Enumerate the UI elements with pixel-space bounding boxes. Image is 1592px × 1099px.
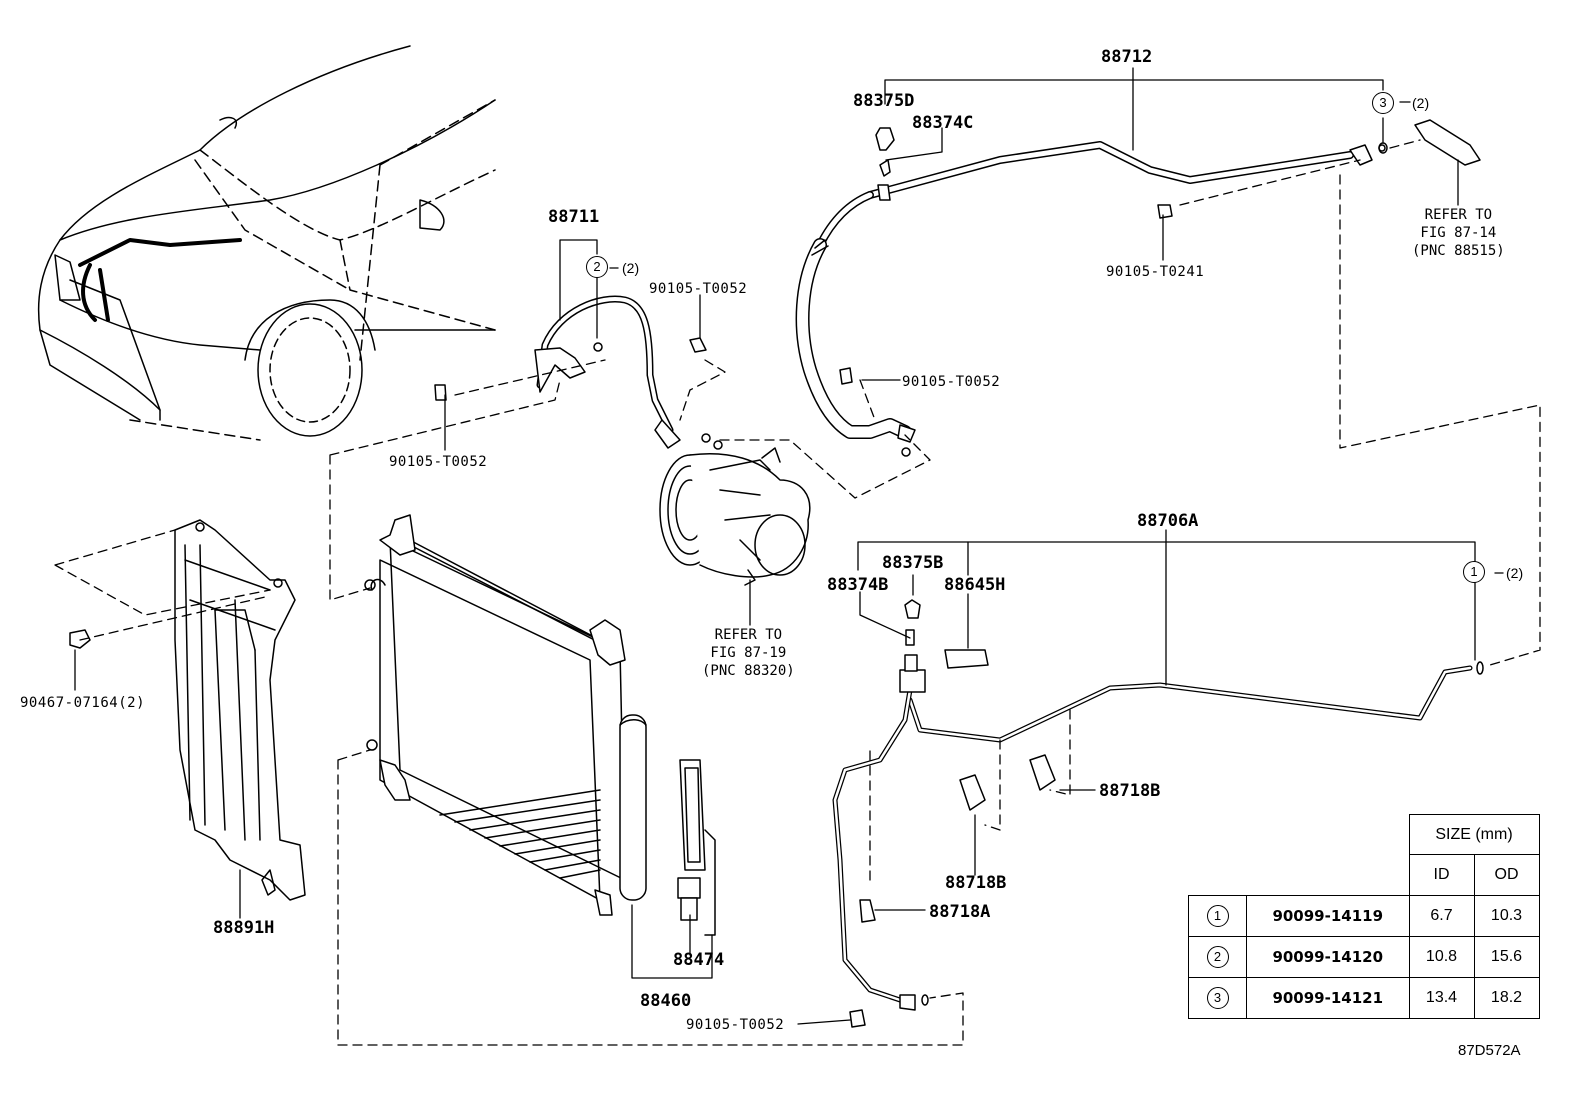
table-row: 2 90099-14120 10.8 15.6: [1188, 936, 1540, 978]
row-od: 18.2: [1473, 977, 1540, 1019]
part-label-88706A[interactable]: 88706A: [1137, 511, 1199, 531]
row-od: 10.3: [1473, 895, 1540, 937]
compressor: [659, 433, 811, 586]
size-header: SIZE (mm): [1408, 814, 1540, 855]
part-label-88718B-left[interactable]: 88718B: [945, 873, 1007, 893]
table-row: 3 90099-14121 13.4 18.2: [1188, 977, 1540, 1019]
part-label-88375D[interactable]: 88375D: [853, 91, 915, 111]
callout-1-qty: (2): [1506, 565, 1524, 581]
part-label-88712[interactable]: 88712: [1101, 47, 1153, 67]
leader-lines: [74, 67, 1504, 1025]
part-label-88460[interactable]: 88460: [640, 991, 692, 1011]
part-label-88374B[interactable]: 88374B: [827, 575, 889, 595]
callout-2-qty: (2): [622, 260, 640, 276]
ref-line: FIG 87-14: [1420, 225, 1497, 241]
row-num: 2: [1206, 946, 1229, 968]
fittings: [69, 127, 1386, 1028]
part-label-90105-T0052-d[interactable]: 90105-T0052: [686, 1017, 785, 1033]
part-label-88711[interactable]: 88711: [548, 207, 600, 227]
phantom-lines: [54, 139, 1541, 1046]
row-part[interactable]: 90099-14121: [1246, 977, 1410, 1019]
table-row: 1 90099-14119 6.7 10.3: [1188, 895, 1540, 937]
row-num: 3: [1206, 987, 1229, 1009]
vehicle-outline: [37, 45, 496, 441]
part-label-90105-T0052-c[interactable]: 90105-T0052: [389, 454, 488, 470]
callout-3[interactable]: 3: [1372, 92, 1394, 114]
row-num: 1: [1206, 905, 1229, 927]
part-label-88375B[interactable]: 88375B: [882, 553, 944, 573]
part-label-88718A[interactable]: 88718A: [929, 902, 991, 922]
col-id-header: ID: [1408, 854, 1475, 896]
row-od: 15.6: [1473, 936, 1540, 978]
part-label-90105-T0052-a[interactable]: 90105-T0052: [649, 281, 748, 297]
hose-88711: [534, 295, 681, 449]
part-label-88374C[interactable]: 88374C: [912, 113, 974, 133]
reference-note-fig-87-14[interactable]: REFER TO FIG 87-14 (PNC 88515): [1412, 206, 1505, 260]
row-id: 10.8: [1408, 936, 1475, 978]
part-label-90467-07164[interactable]: 90467-07164(2): [20, 695, 146, 711]
condenser: [364, 514, 626, 916]
part-label-88891H[interactable]: 88891H: [213, 918, 275, 938]
tube-88706A: [832, 654, 1484, 1011]
row-id: 6.7: [1408, 895, 1475, 937]
figure-code: 87D572A: [1458, 1042, 1521, 1059]
ref-line: (PNC 88515): [1412, 243, 1505, 259]
row-part[interactable]: 90099-14119: [1246, 895, 1410, 937]
ref-line: REFER TO: [1424, 207, 1493, 223]
reference-note-fig-87-19[interactable]: REFER TO FIG 87-19 (PNC 88320): [702, 626, 795, 680]
col-od-header: OD: [1473, 854, 1540, 896]
ref-line: FIG 87-19: [710, 645, 787, 661]
row-id: 13.4: [1408, 977, 1475, 1019]
callout-2[interactable]: 2: [586, 256, 608, 278]
callout-3-qty: (2): [1412, 95, 1430, 111]
hose-88712: [795, 119, 1481, 457]
receiver-dryer: [619, 714, 716, 936]
part-label-90105-T0052-b[interactable]: 90105-T0052: [902, 374, 1001, 390]
row-part[interactable]: 90099-14120: [1246, 936, 1410, 978]
o-ring-size-table: SIZE (mm) ID OD 1 90099-14119 6.7 10.3 2…: [1188, 814, 1540, 1019]
part-label-90105-T0241[interactable]: 90105-T0241: [1106, 264, 1205, 280]
part-label-88645H[interactable]: 88645H: [944, 575, 1006, 595]
callout-1[interactable]: 1: [1463, 561, 1485, 583]
side-shroud-88891H: [174, 519, 306, 901]
ref-line: (PNC 88320): [702, 663, 795, 679]
part-label-88718B-right[interactable]: 88718B: [1099, 781, 1161, 801]
ref-line: REFER TO: [714, 627, 783, 643]
part-label-88474[interactable]: 88474: [673, 950, 725, 970]
